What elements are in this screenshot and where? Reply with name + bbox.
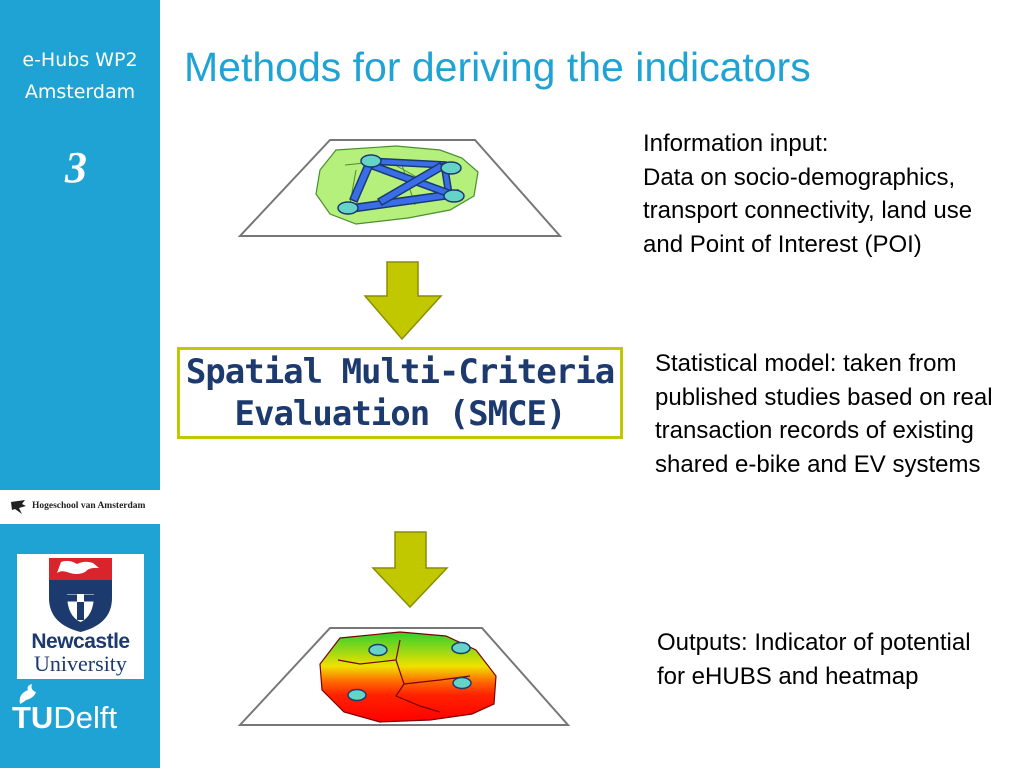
tudelft-logo-bold: TU [12, 700, 54, 735]
newcastle-name-line1: Newcastle [31, 630, 130, 653]
info-input-text: Information input: Data on socio-demogra… [643, 130, 973, 258]
hva-logo-strip: Hogeschool van Amsterdam [0, 490, 160, 524]
outputs-text: Outputs: Indicator of potential for eHUB… [657, 629, 971, 690]
tudelft-logo: TUDelft [12, 700, 117, 736]
newcastle-logo: Newcastle University [17, 554, 144, 679]
sidebar-title: e-Hubs WP2 Amsterdam [0, 44, 160, 108]
sidebar: e-Hubs WP2 Amsterdam 3 Hogeschool van Am… [0, 0, 160, 768]
tudelft-flame-icon [19, 684, 36, 704]
tudelft-logo-rest: Delft [53, 700, 118, 735]
statistical-model-text: Statistical model: taken from published … [655, 350, 993, 478]
newcastle-crest-icon [49, 558, 112, 632]
sidebar-title-line1: e-Hubs WP2 [22, 49, 138, 71]
hva-logo-text: Hogeschool van Amsterdam [32, 501, 146, 511]
hva-logo-icon [11, 500, 26, 514]
smce-box: Spatial Multi-Criteria Evaluation (SMCE) [177, 347, 623, 439]
page-title: Methods for deriving the indicators [184, 44, 811, 90]
sidebar-title-line2: Amsterdam [24, 81, 136, 103]
slide-number: 3 [65, 143, 87, 192]
newcastle-name-line2: University [34, 651, 127, 676]
